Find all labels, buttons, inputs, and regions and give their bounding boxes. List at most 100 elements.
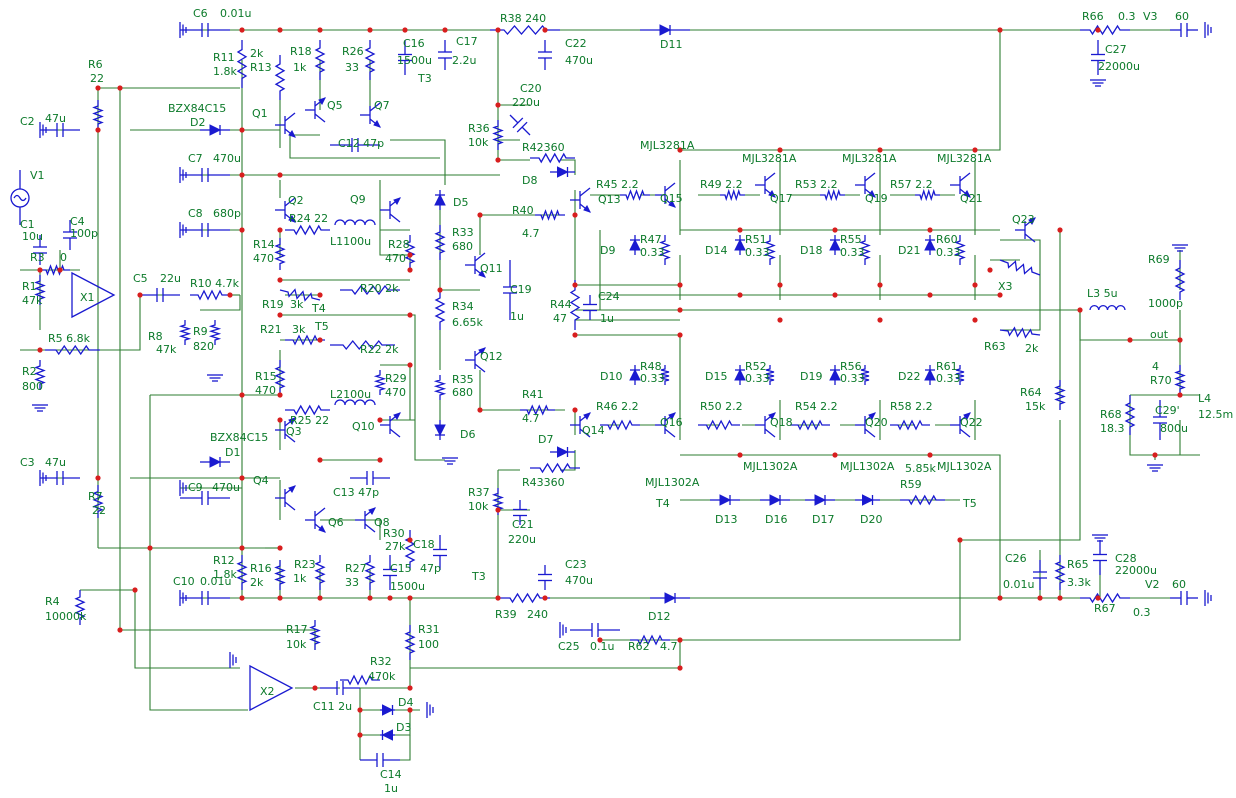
label-r14v: 470	[253, 252, 274, 265]
label-r64: R64	[1020, 386, 1042, 399]
Q19-transistor	[855, 172, 876, 198]
label-c20: C20	[520, 82, 542, 95]
wire	[680, 30, 1001, 151]
D11-diode	[640, 24, 690, 36]
label-r25: R25 22	[290, 414, 329, 427]
junction-dot	[402, 27, 408, 33]
tr-arrow	[288, 130, 296, 138]
R8-resistor	[178, 320, 192, 345]
C20-cap	[509, 114, 531, 136]
label-r53: R53 2.2	[795, 178, 838, 191]
tr-arrow	[368, 507, 376, 515]
tr-lead	[664, 428, 676, 438]
label-r27: R27	[345, 562, 367, 575]
junction-dot	[542, 27, 548, 33]
tr-lead	[959, 172, 971, 182]
V3-source	[1170, 23, 1198, 37]
D21-diode	[924, 235, 936, 255]
junction-dot	[117, 627, 123, 633]
label-c7: C7	[188, 152, 203, 165]
tr-lead	[959, 428, 971, 438]
tr-arrow	[393, 412, 401, 420]
label-r52v: 0.33	[745, 372, 770, 385]
label-q16: Q16	[660, 416, 683, 429]
R47-resistor	[659, 235, 671, 265]
label-q21: Q21	[960, 192, 983, 205]
label-r15: R15	[255, 370, 277, 383]
junction-dot	[572, 282, 578, 288]
label-c4: C4	[70, 215, 85, 228]
ground	[179, 22, 187, 38]
C12-cap	[330, 138, 380, 152]
label-q10: Q10	[352, 420, 375, 433]
label-c6: C6	[193, 7, 208, 20]
label-c25v: 0.1u	[590, 640, 614, 653]
label-d20: D20	[860, 513, 882, 526]
tr-arrow	[288, 485, 296, 493]
junction-dot	[95, 127, 101, 133]
junction-dot	[407, 362, 413, 368]
junction-dot	[277, 417, 283, 423]
ground	[559, 622, 567, 638]
label-q3: Q3	[286, 425, 302, 438]
Q17-transistor	[755, 172, 776, 198]
tr-arrow	[288, 417, 296, 425]
label-r24: R24 22	[289, 212, 328, 225]
label-r4v: 10000k	[45, 610, 87, 623]
label-q6: Q6	[328, 516, 344, 529]
R31-resistor	[404, 625, 416, 660]
label-mjl8: MJL1302A	[645, 476, 700, 489]
junction-dot	[312, 685, 318, 691]
junction-dot	[777, 317, 783, 323]
label-c27: C27	[1105, 43, 1127, 56]
label-r65v: 3.3k	[1067, 576, 1091, 589]
Q11-transistor	[465, 252, 486, 278]
ground	[207, 374, 223, 382]
label-mjl4: MJL3281A	[937, 152, 992, 165]
label-r62v: 4.7	[660, 640, 678, 653]
R16-resistor	[274, 560, 286, 590]
junction-dot	[1127, 337, 1133, 343]
label-r5: R5 6.8k	[48, 332, 91, 345]
label-c23v: 470u	[565, 574, 593, 587]
diode-body	[557, 166, 569, 178]
junction-dot	[997, 292, 1003, 298]
L1-inductor	[334, 219, 376, 226]
label-c16: C16	[403, 37, 425, 50]
junction-dot	[317, 292, 323, 298]
label-c6v: 0.01u	[220, 7, 251, 20]
label-r52: R52	[745, 360, 767, 373]
junction-dot	[407, 312, 413, 318]
D19-diode	[829, 365, 841, 385]
label-c16v: 1500u	[397, 54, 432, 67]
junction-dot	[367, 595, 373, 601]
wire	[320, 519, 381, 540]
R22-resistor	[330, 339, 395, 351]
label-q18: Q18	[770, 416, 793, 429]
D22-diode	[924, 365, 936, 385]
X1-opamp	[71, 271, 116, 319]
junction-dot	[239, 27, 245, 33]
cap-lead	[509, 114, 519, 124]
label-r9v: 820	[193, 340, 214, 353]
label-r23v: 1k	[293, 572, 307, 585]
label-c7v: 470u	[213, 152, 241, 165]
label-c10v: 0.01u	[200, 575, 231, 588]
label-c9v: 470u	[212, 481, 240, 494]
label-d21: D21	[898, 244, 920, 257]
R12-resistor	[236, 555, 248, 590]
label-t5a: T5	[314, 320, 329, 333]
label-r20: R20 2k	[360, 282, 399, 295]
junction-dot	[677, 637, 683, 643]
label-r46: R46 2.2	[596, 400, 639, 413]
junction-dot	[117, 85, 123, 91]
R20-resistor	[340, 284, 400, 296]
tr-arrow	[868, 190, 876, 198]
label-r61v: 0.33	[936, 372, 961, 385]
C5-cap	[140, 288, 180, 302]
label-mjl5: MJL1302A	[743, 460, 798, 473]
junction-dot	[1095, 595, 1101, 601]
C10-cap	[180, 591, 230, 605]
label-r19: R19	[262, 298, 284, 311]
label-r62: R62	[628, 640, 650, 653]
